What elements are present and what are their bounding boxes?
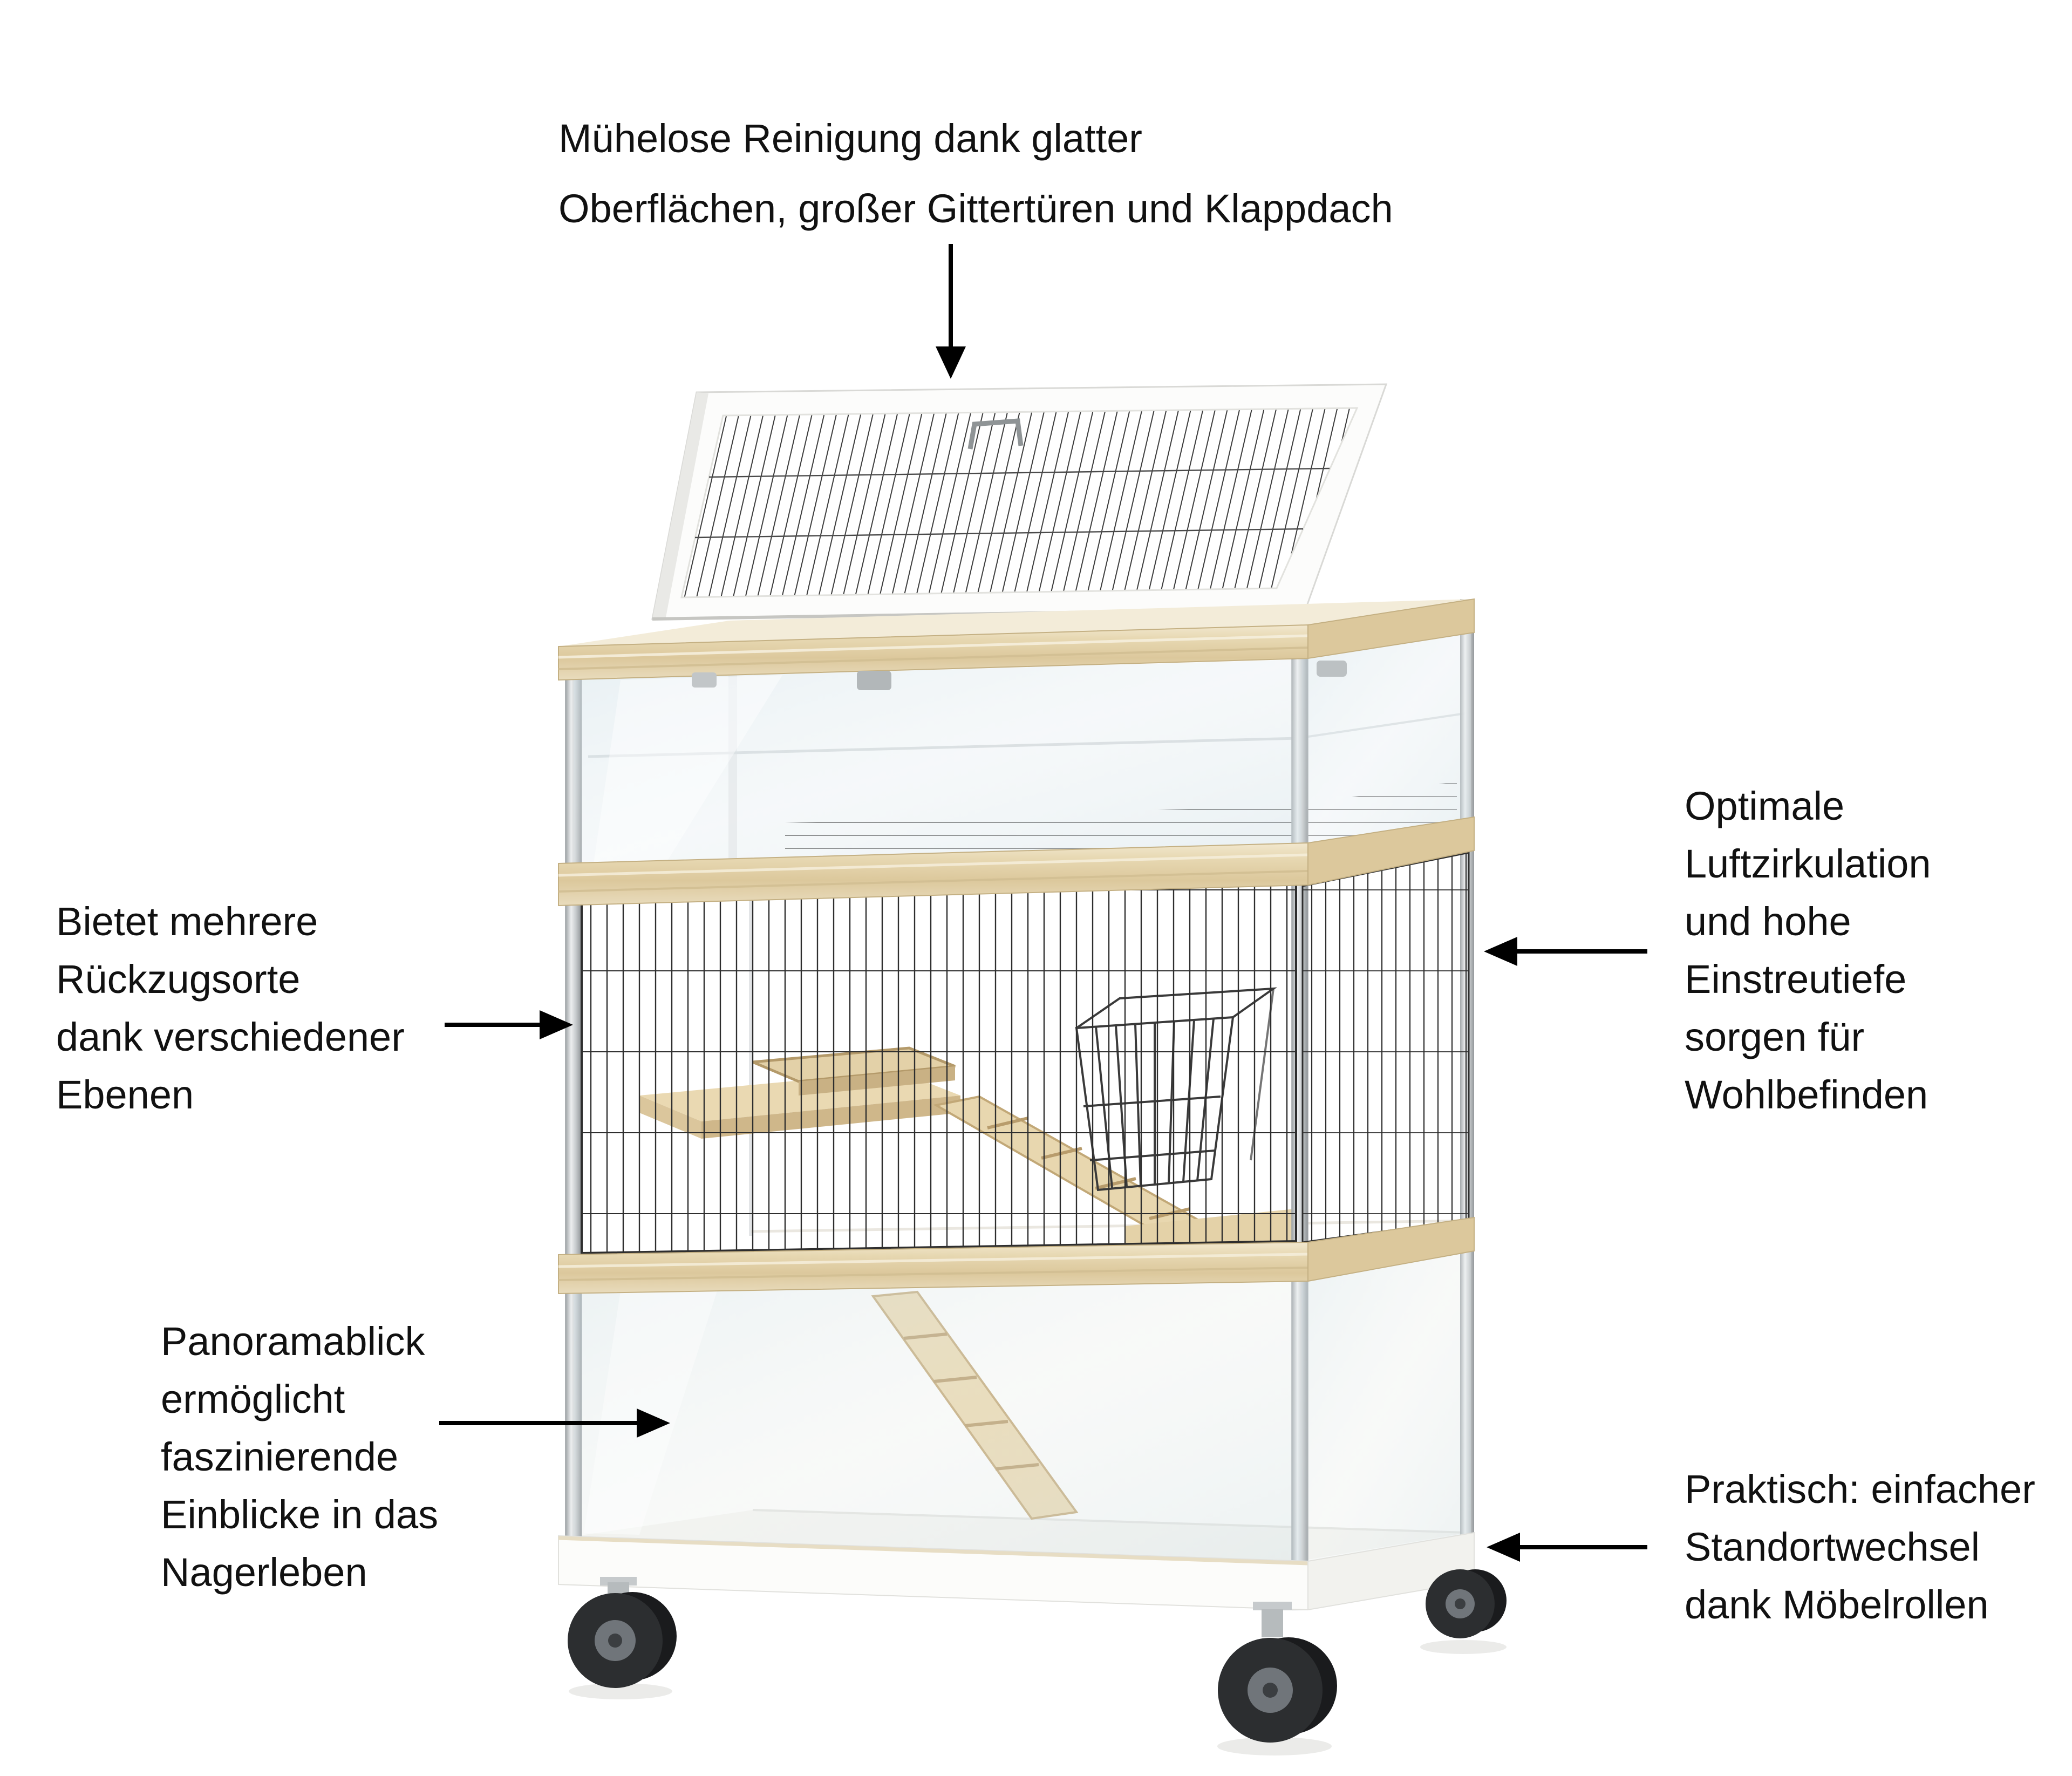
cage-lid [651, 383, 1388, 621]
annotation-panorama: Panoramablick ermöglicht faszinierende E… [161, 1312, 438, 1601]
bottom-front-glass [574, 1280, 1301, 1562]
middle-tier-mesh [581, 852, 1470, 1255]
annotation-line: faszinierende [161, 1434, 399, 1479]
arrow-left-icon-mobility [1487, 1533, 1647, 1562]
bottom-side-glass [1301, 1251, 1471, 1562]
annotation-line: Oberflächen, großer Gittertüren und Klap… [558, 186, 1393, 231]
annotation-line: dank Möbelrollen [1685, 1582, 1989, 1627]
annotation-line: Einstreutiefe [1685, 957, 1907, 1002]
caster-wheel-front [1217, 1602, 1337, 1755]
annotation-line: sorgen für [1685, 1015, 1865, 1059]
lid-latch-right [1317, 661, 1347, 677]
annotation-cleaning: Mühelose Reinigung dank glatter Oberfläc… [558, 104, 1393, 244]
annotation-line: Optimale [1685, 784, 1845, 828]
arrow-down-icon [936, 244, 966, 379]
arrow-right-icon-panorama [439, 1408, 670, 1438]
lid-latches [692, 661, 1347, 690]
upper-shelf [558, 816, 1475, 907]
annotation-line: Einblicke in das [161, 1492, 439, 1537]
base-board [558, 1532, 1475, 1611]
annotation-levels: Bietet mehrere Rückzugsorte dank verschi… [56, 893, 405, 1124]
top-rim [558, 598, 1475, 681]
lid-latch [857, 671, 891, 690]
top-side-glass [1301, 632, 1471, 844]
annotation-line: Praktisch: einfacher [1685, 1467, 2035, 1512]
annotation-line: Panoramablick [161, 1319, 425, 1364]
annotation-mobility: Praktisch: einfacher Standortwechsel dan… [1685, 1460, 2035, 1634]
annotation-line: Rückzugsorte [56, 957, 301, 1002]
glass-panels [574, 632, 1471, 1562]
front-mesh [582, 883, 1296, 1253]
annotation-line: Ebenen [56, 1072, 194, 1117]
caster-wheel-left [568, 1577, 677, 1699]
caster-wheel-right [1420, 1569, 1507, 1654]
annotation-line: Standortwechsel [1685, 1525, 1980, 1569]
annotation-line: dank verschiedener [56, 1015, 405, 1059]
annotation-line: ermöglicht [161, 1377, 345, 1421]
annotation-line: Bietet mehrere [56, 899, 318, 944]
annotation-line: Nagerleben [161, 1550, 367, 1595]
annotation-line: Wohlbefinden [1685, 1072, 1928, 1117]
arrow-left-icon-airflow [1484, 937, 1647, 966]
side-mesh [1303, 853, 1469, 1242]
annotation-line: Mühelose Reinigung dank glatter [558, 116, 1142, 161]
lid-hinge [692, 672, 717, 688]
annotation-line: Luftzirkulation [1685, 841, 1931, 886]
lower-shelf [558, 1216, 1475, 1295]
lid-handle [967, 418, 1024, 450]
top-front-glass [574, 659, 1301, 865]
arrow-right-icon-levels [445, 1010, 573, 1039]
annotation-airflow: Optimale Luftzirkulation und hohe Einstr… [1685, 777, 1931, 1124]
annotation-line: und hohe [1685, 899, 1851, 944]
